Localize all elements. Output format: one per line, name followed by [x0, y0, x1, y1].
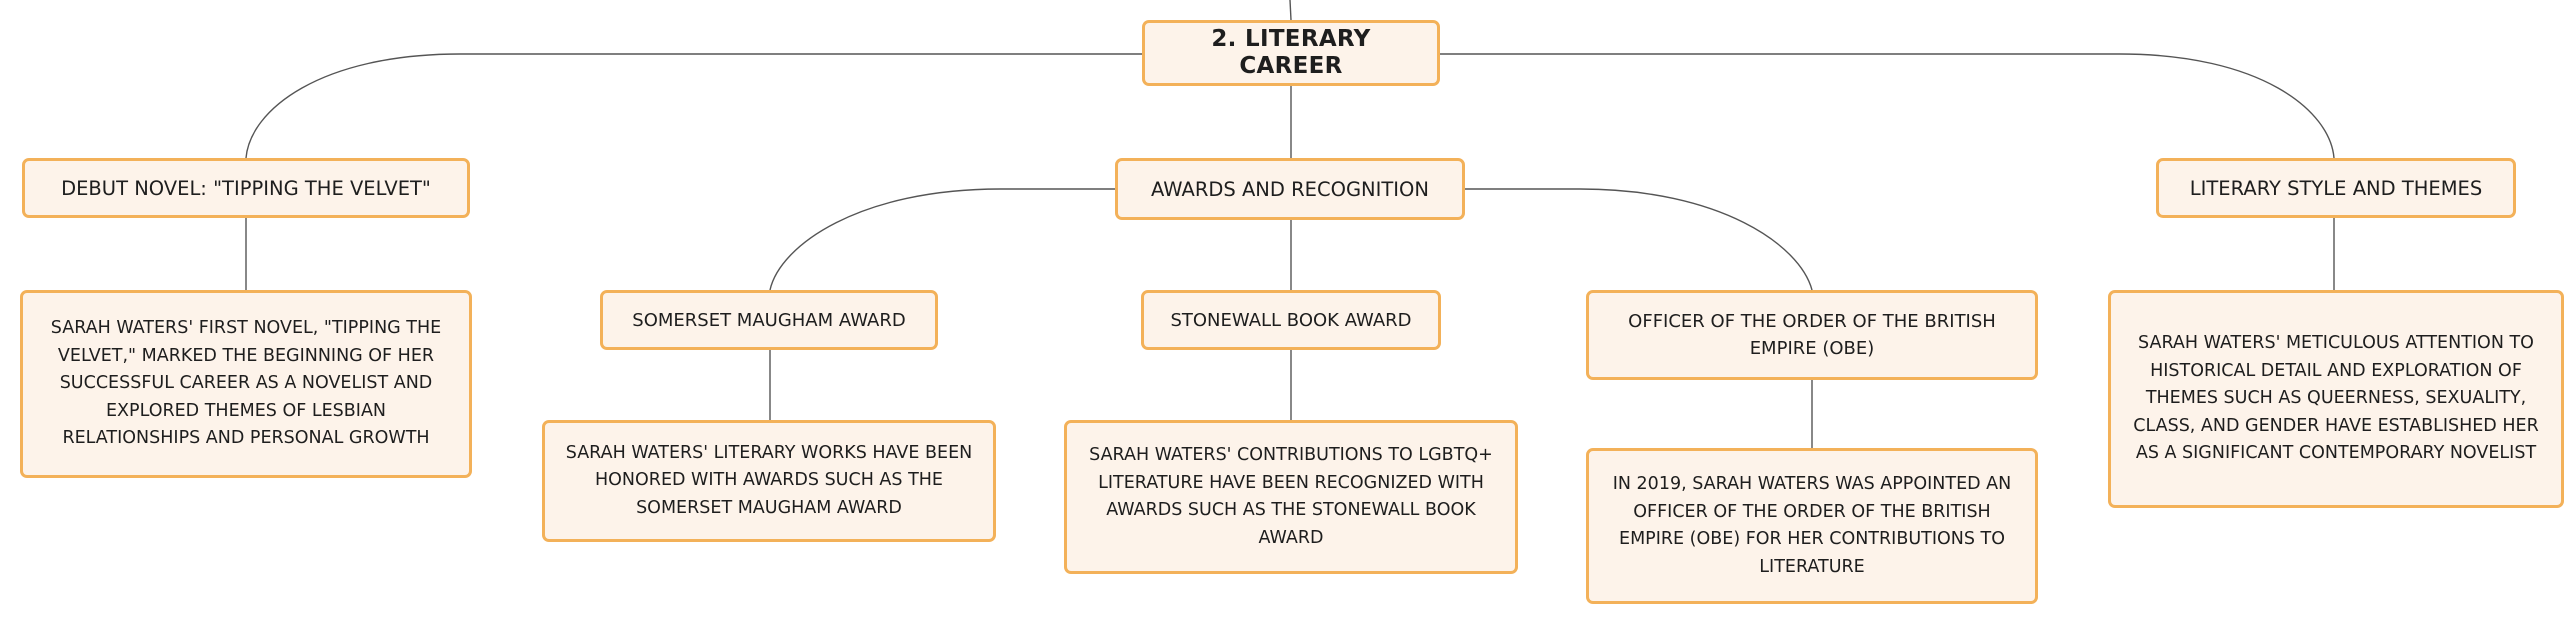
- somerset-award-detail-text: SARAH WATERS' LITERARY WORKS HAVE BEEN H…: [565, 442, 973, 518]
- obe-node[interactable]: OFFICER OF THE ORDER OF THE BRITISH EMPI…: [1586, 290, 2038, 380]
- awards-label: AWARDS AND RECOGNITION: [1151, 177, 1429, 201]
- literary-style-detail-text: SARAH WATERS' METICULOUS ATTENTION TO HI…: [2133, 333, 2539, 464]
- debut-novel-detail-text: SARAH WATERS' FIRST NOVEL, "TIPPING THE …: [50, 318, 442, 449]
- awards-node[interactable]: AWARDS AND RECOGNITION: [1115, 158, 1465, 220]
- obe-detail-text: IN 2019, SARAH WATERS WAS APPOINTED AN O…: [1612, 474, 2012, 577]
- stonewall-award-label: STONEWALL BOOK AWARD: [1170, 309, 1412, 331]
- obe-label: OFFICER OF THE ORDER OF THE BRITISH EMPI…: [1628, 311, 1996, 359]
- literary-style-node[interactable]: LITERARY STYLE AND THEMES: [2156, 158, 2516, 218]
- stonewall-award-node[interactable]: STONEWALL BOOK AWARD: [1141, 290, 1441, 350]
- stonewall-award-detail-text: SARAH WATERS' CONTRIBUTIONS TO LGBTQ+ LI…: [1089, 445, 1493, 548]
- somerset-award-detail-node[interactable]: SARAH WATERS' LITERARY WORKS HAVE BEEN H…: [542, 420, 996, 542]
- root-node[interactable]: 2. LITERARY CAREER: [1142, 20, 1440, 86]
- connector-root-to-style: [1440, 53, 2335, 159]
- literary-style-detail-node[interactable]: SARAH WATERS' METICULOUS ATTENTION TO HI…: [2108, 290, 2564, 508]
- somerset-award-label: SOMERSET MAUGHAM AWARD: [632, 309, 906, 331]
- stonewall-award-detail-node[interactable]: SARAH WATERS' CONTRIBUTIONS TO LGBTQ+ LI…: [1064, 420, 1518, 574]
- literary-style-label: LITERARY STYLE AND THEMES: [2189, 176, 2483, 200]
- root-node-label: 2. LITERARY CAREER: [1211, 26, 1371, 79]
- debut-novel-detail-node[interactable]: SARAH WATERS' FIRST NOVEL, "TIPPING THE …: [20, 290, 472, 478]
- connector-root-to-debut: [245, 53, 1142, 159]
- somerset-award-node[interactable]: SOMERSET MAUGHAM AWARD: [600, 290, 938, 350]
- obe-detail-node[interactable]: IN 2019, SARAH WATERS WAS APPOINTED AN O…: [1586, 448, 2038, 604]
- connector-parent-to-root: [1289, 0, 1292, 21]
- connector-awards-to-somerset: [769, 188, 1115, 291]
- debut-novel-label: DEBUT NOVEL: "TIPPING THE VELVET": [61, 176, 431, 200]
- connector-awards-to-obe: [1465, 188, 1813, 291]
- debut-novel-node[interactable]: DEBUT NOVEL: "TIPPING THE VELVET": [22, 158, 470, 218]
